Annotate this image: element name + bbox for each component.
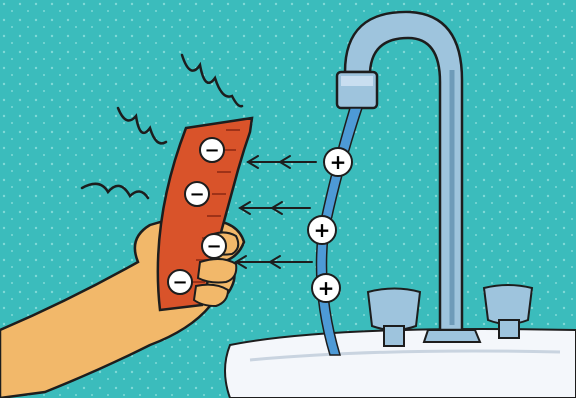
svg-text:−: − xyxy=(172,272,187,293)
svg-text:+: + xyxy=(318,276,335,300)
svg-text:−: − xyxy=(189,184,204,205)
comb-charge: − xyxy=(200,138,224,162)
water-charge: + xyxy=(324,148,352,176)
svg-text:−: − xyxy=(204,140,219,161)
comb-charge: − xyxy=(202,234,226,258)
svg-text:+: + xyxy=(330,150,347,174)
water-charge: + xyxy=(308,216,336,244)
svg-text:−: − xyxy=(206,236,221,257)
svg-text:+: + xyxy=(314,218,331,242)
water-charge: + xyxy=(312,274,340,302)
comb-charge: − xyxy=(168,270,192,294)
comb-charge: − xyxy=(185,182,209,206)
